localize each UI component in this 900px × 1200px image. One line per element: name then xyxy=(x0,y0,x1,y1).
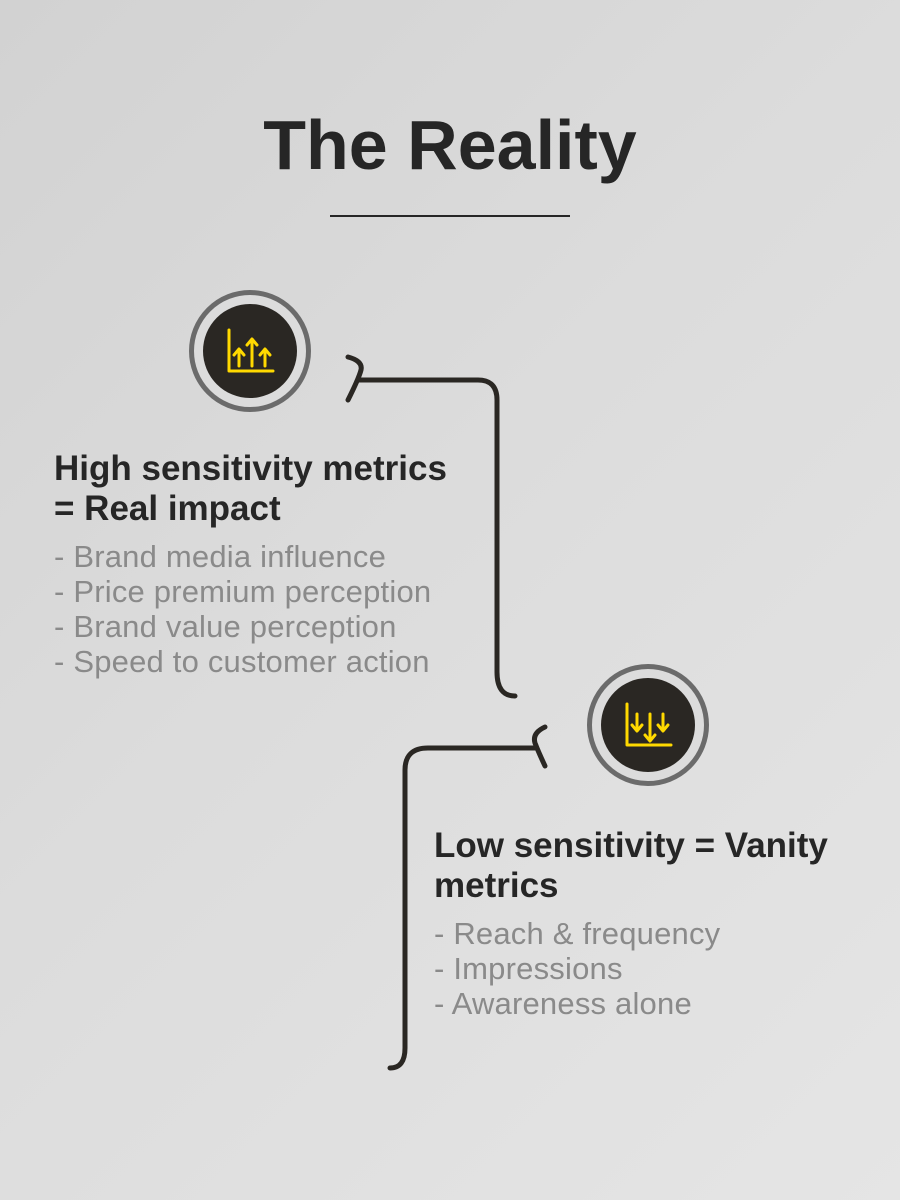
list-item: - Brand media influence xyxy=(54,539,387,574)
low-sensitivity-heading: Low sensitivity = Vanity metrics xyxy=(434,826,828,906)
high-sensitivity-heading: High sensitivity metrics = Real impact xyxy=(54,449,447,529)
list-item: - Brand value perception xyxy=(54,609,397,644)
high-heading-line1: High sensitivity metrics xyxy=(54,449,447,488)
low-sensitivity-badge xyxy=(587,664,709,786)
high-sensitivity-section: High sensitivity metrics = Real impact -… xyxy=(54,449,447,679)
page-title: The Reality xyxy=(263,106,637,184)
low-sensitivity-list: - Reach & frequency - Impressions - Awar… xyxy=(434,916,828,1021)
chart-arrows-down-icon xyxy=(625,702,673,747)
title-underline xyxy=(330,215,570,217)
chart-arrows-up-icon xyxy=(227,328,275,373)
list-item: - Reach & frequency xyxy=(434,916,721,951)
high-sensitivity-list: - Brand media influence - Price premium … xyxy=(54,539,447,679)
lower-brace xyxy=(532,724,548,769)
low-heading-line2: metrics xyxy=(434,866,559,905)
list-item: - Speed to customer action xyxy=(54,644,430,679)
upper-brace xyxy=(345,354,364,403)
list-item: - Price premium perception xyxy=(54,574,432,609)
high-heading-line2: = Real impact xyxy=(54,489,281,528)
high-sensitivity-badge xyxy=(189,290,311,412)
list-item: - Awareness alone xyxy=(434,986,692,1021)
list-item: - Impressions xyxy=(434,951,623,986)
low-sensitivity-section: Low sensitivity = Vanity metrics - Reach… xyxy=(434,826,828,1021)
low-heading-line1: Low sensitivity = Vanity xyxy=(434,826,828,865)
